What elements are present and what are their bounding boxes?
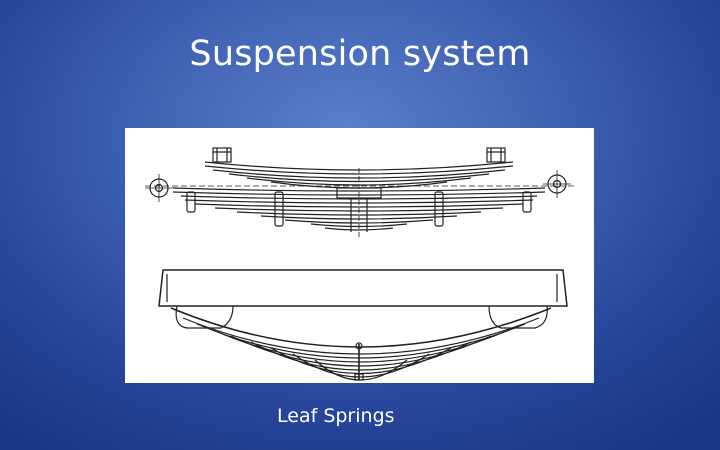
slide-title: Suspension system [189,34,531,74]
figure-caption: Leaf Springs [277,405,395,427]
leaf-spring-side-view-drawing [145,147,575,240]
leaf-spring-under-beam-drawing [158,269,568,381]
leaf-spring-figure [125,128,594,383]
leaf-spring-drawing [145,147,575,381]
